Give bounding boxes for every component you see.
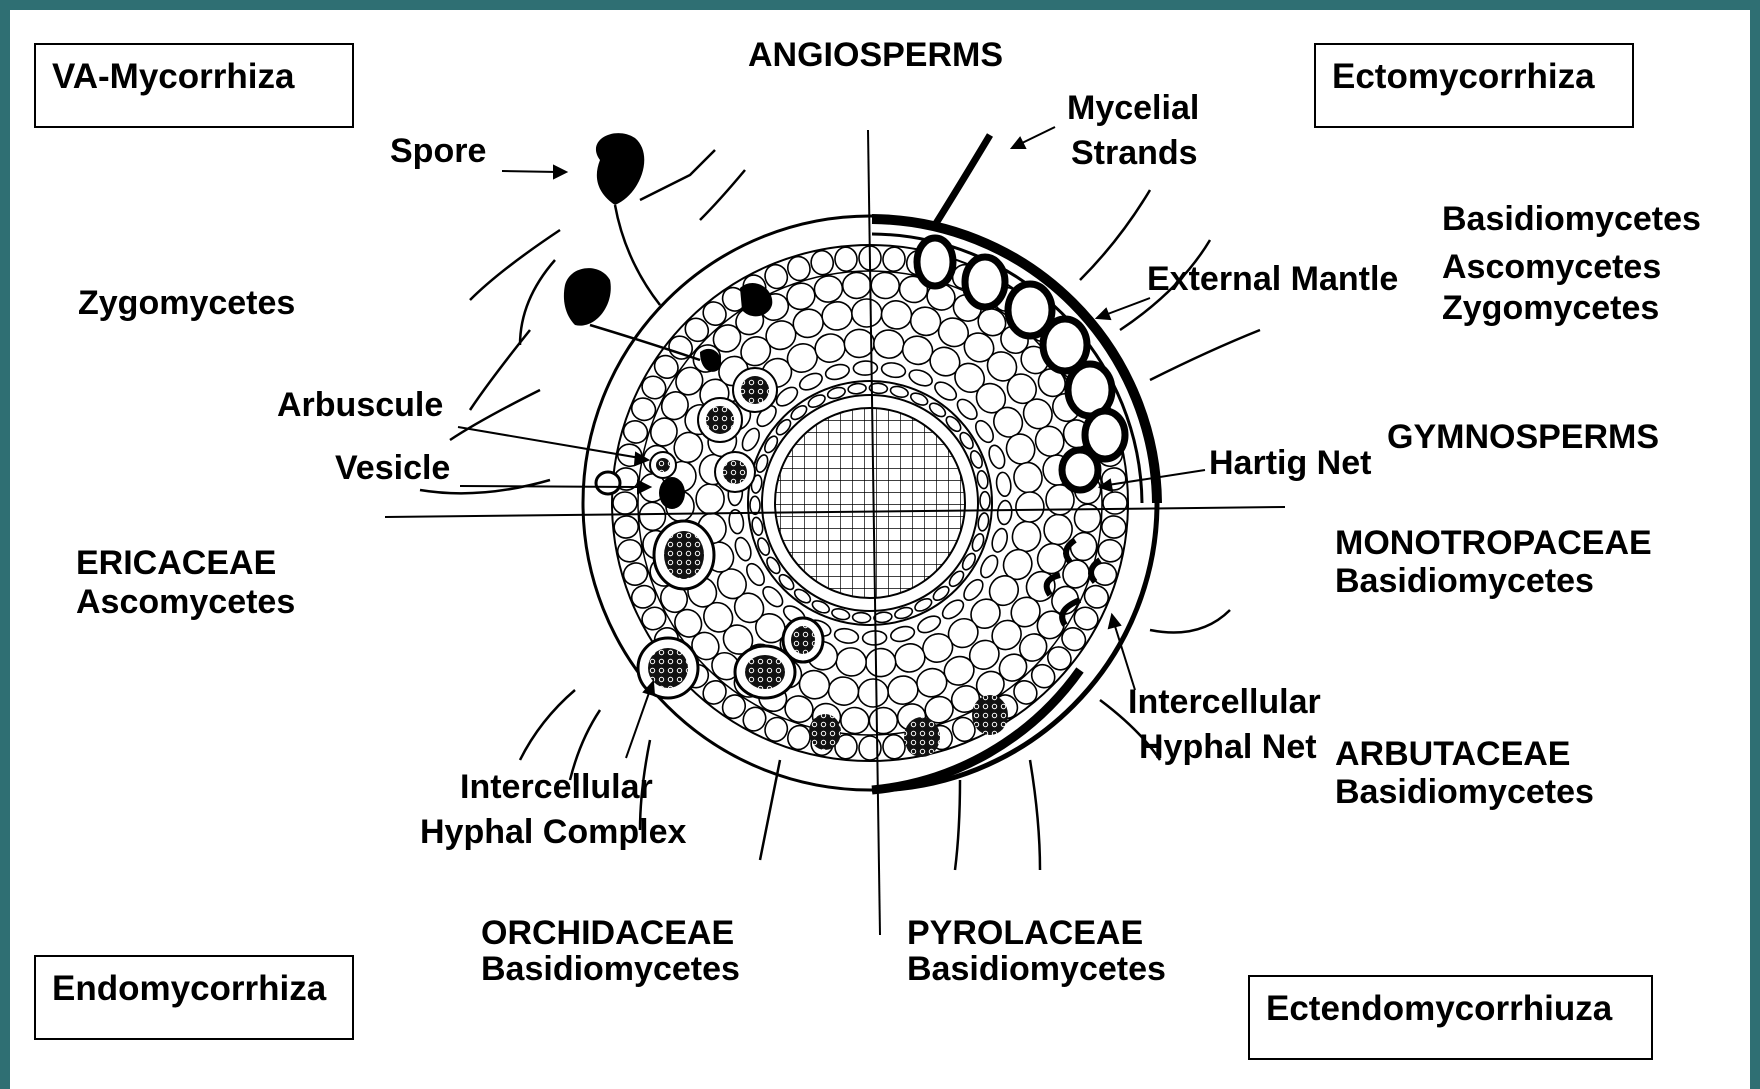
box-endomycorrhiza: Endomycorrhiza	[34, 955, 354, 1040]
label-basidiomycetes-ecto: Basidiomycetes	[1442, 200, 1701, 238]
label-intercellular-net-2: Hyphal Net	[1139, 728, 1317, 766]
label-orchidaceae-fungi: Basidiomycetes	[481, 950, 740, 988]
cortex-cell	[852, 612, 871, 623]
vascular-stele	[775, 408, 965, 598]
label-intercellular-net-1: Intercellular	[1128, 683, 1321, 721]
label-strands: Strands	[1071, 134, 1198, 172]
label-arbuscule: Arbuscule	[277, 386, 443, 424]
cortex-cell	[869, 707, 899, 735]
label-gymnosperms: GYMNOSPERMS	[1387, 418, 1659, 456]
cortex-cell	[980, 492, 990, 510]
cortex-cell	[1103, 492, 1127, 514]
box-ectendomycorrhiza: Ectendomycorrhiuza	[1248, 975, 1653, 1060]
cortex-cell	[750, 496, 760, 514]
label-mycelial: Mycelial	[1067, 89, 1199, 127]
mycelial-strand	[935, 135, 990, 225]
label-monotropaceae: MONOTROPACEAE	[1335, 524, 1652, 562]
box-ectomycorrhiza: Ectomycorrhiza	[1314, 43, 1634, 128]
box-va-mycorrhiza: VA-Mycorrhiza	[34, 43, 354, 128]
label-ericaceae: ERICACEAE	[76, 544, 276, 582]
cortex-cell	[842, 272, 872, 300]
cortex-cell	[613, 492, 637, 514]
cortex-cell	[852, 299, 882, 328]
cortex-cell	[853, 361, 877, 376]
title-angiosperms: ANGIOSPERMS	[748, 36, 1003, 74]
label-arbutaceae: ARBUTACEAE	[1335, 735, 1570, 773]
label-zygomycetes-ecto: Zygomycetes	[1442, 289, 1659, 327]
label-hartig-net: Hartig Net	[1209, 444, 1371, 482]
cortex-cell	[1016, 492, 1045, 523]
label-monotropaceae-fungi: Basidiomycetes	[1335, 562, 1594, 600]
label-arbutaceae-fungi: Basidiomycetes	[1335, 773, 1594, 811]
label-orchidaceae: ORCHIDACEAE	[481, 914, 734, 952]
label-pyrolaceae-fungi: Basidiomycetes	[907, 950, 1166, 988]
label-intercellular-complex-1: Intercellular	[460, 768, 653, 806]
label-ascomycetes-ecto: Ascomycetes	[1442, 248, 1661, 286]
label-ericaceae-fungi: Ascomycetes	[76, 583, 295, 621]
label-pyrolaceae: PYROLACEAE	[907, 914, 1143, 952]
cortex-cell	[858, 679, 888, 708]
label-external-mantle: External Mantle	[1147, 260, 1398, 298]
cortex-cell	[696, 484, 725, 515]
label-zygomycetes-left: Zygomycetes	[78, 284, 295, 322]
cortex-cell	[639, 502, 667, 532]
label-intercellular-complex-2: Hyphal Complex	[420, 813, 686, 851]
label-vesicle: Vesicle	[335, 449, 450, 487]
label-spore: Spore	[390, 132, 486, 170]
